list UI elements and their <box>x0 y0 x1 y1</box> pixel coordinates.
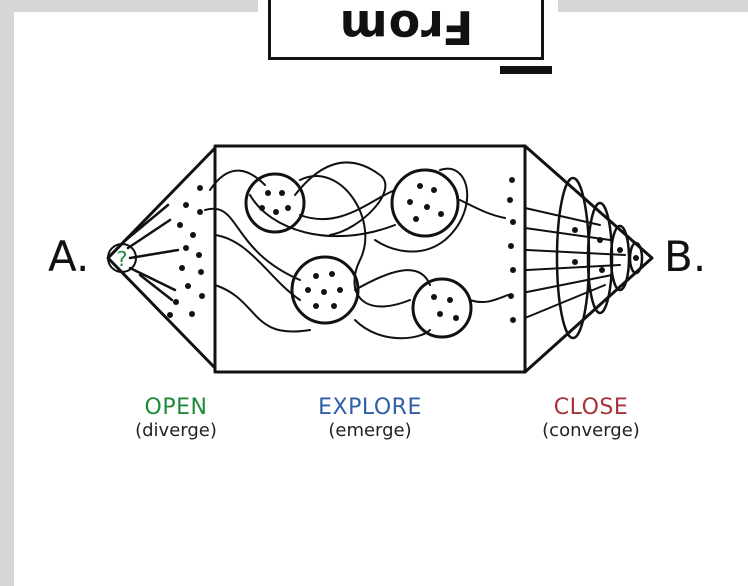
phase-subtitle: (diverge) <box>96 420 256 441</box>
phase-subtitle: (emerge) <box>290 420 450 441</box>
explore-path <box>300 190 395 219</box>
converge-arrow <box>527 265 620 270</box>
idea-dot <box>197 185 203 191</box>
cluster-circle <box>413 279 471 337</box>
idea-dot <box>199 293 205 299</box>
idea-dot <box>196 252 202 258</box>
idea-dot <box>313 273 319 279</box>
phase-close: CLOSE (converge) <box>506 395 676 441</box>
idea-dot <box>321 289 327 295</box>
idea-dot <box>437 311 443 317</box>
idea-dot <box>313 303 319 309</box>
idea-dot <box>190 232 196 238</box>
converge-arrow <box>525 208 600 225</box>
idea-dot <box>507 197 513 203</box>
idea-dot <box>413 216 419 222</box>
idea-dot <box>510 317 516 323</box>
idea-dot <box>185 283 191 289</box>
idea-dot <box>447 297 453 303</box>
phase-title: OPEN <box>96 395 256 420</box>
phase-title: EXPLORE <box>290 395 450 420</box>
idea-dot <box>259 205 265 211</box>
idea-dot <box>198 269 204 275</box>
phase-explore: EXPLORE (emerge) <box>290 395 450 441</box>
converge-ring <box>588 203 612 313</box>
explore-path <box>460 200 505 218</box>
idea-dot <box>337 287 343 293</box>
idea-dot <box>183 245 189 251</box>
idea-dot <box>329 271 335 277</box>
explore-path <box>355 270 430 290</box>
converge-arrow <box>527 275 612 292</box>
start-question-mark: ? <box>117 247 128 271</box>
idea-dot <box>510 219 516 225</box>
explore-path <box>375 169 467 252</box>
idea-dot <box>305 287 311 293</box>
idea-dot <box>179 265 185 271</box>
converge-ring <box>557 178 589 338</box>
idea-dot <box>183 202 189 208</box>
idea-dot <box>510 267 516 273</box>
explore-path <box>470 295 508 302</box>
idea-dot <box>173 299 179 305</box>
phase-title: CLOSE <box>506 395 676 420</box>
idea-dot <box>407 199 413 205</box>
idea-dot <box>197 209 203 215</box>
idea-dot <box>597 237 603 243</box>
idea-dot <box>285 205 291 211</box>
start-label: A. <box>48 232 89 281</box>
phase-open: OPEN (diverge) <box>96 395 256 441</box>
idea-dot <box>431 187 437 193</box>
idea-dot <box>438 211 444 217</box>
idea-dot <box>508 243 514 249</box>
end-label: B. <box>664 232 706 281</box>
idea-dot <box>508 293 514 299</box>
cluster-circle <box>392 170 458 236</box>
diverge-arrow <box>130 250 178 258</box>
idea-dot <box>417 183 423 189</box>
converge-ring <box>611 226 629 290</box>
idea-dot <box>279 190 285 196</box>
idea-dot <box>273 209 279 215</box>
idea-dot <box>189 311 195 317</box>
converge-arrow <box>525 228 610 240</box>
idea-dot <box>424 204 430 210</box>
idea-dot <box>509 177 515 183</box>
idea-dot <box>265 190 271 196</box>
idea-dot <box>431 294 437 300</box>
idea-dot <box>167 312 173 318</box>
idea-dot <box>572 227 578 233</box>
explore-box-outline <box>215 146 525 372</box>
idea-dot <box>331 303 337 309</box>
idea-dot <box>617 247 623 253</box>
phase-subtitle: (converge) <box>506 420 676 441</box>
idea-dot <box>453 315 459 321</box>
idea-dot <box>572 259 578 265</box>
idea-dot <box>177 222 183 228</box>
idea-dot <box>599 267 605 273</box>
explore-path <box>295 162 385 235</box>
idea-dot <box>633 255 639 261</box>
